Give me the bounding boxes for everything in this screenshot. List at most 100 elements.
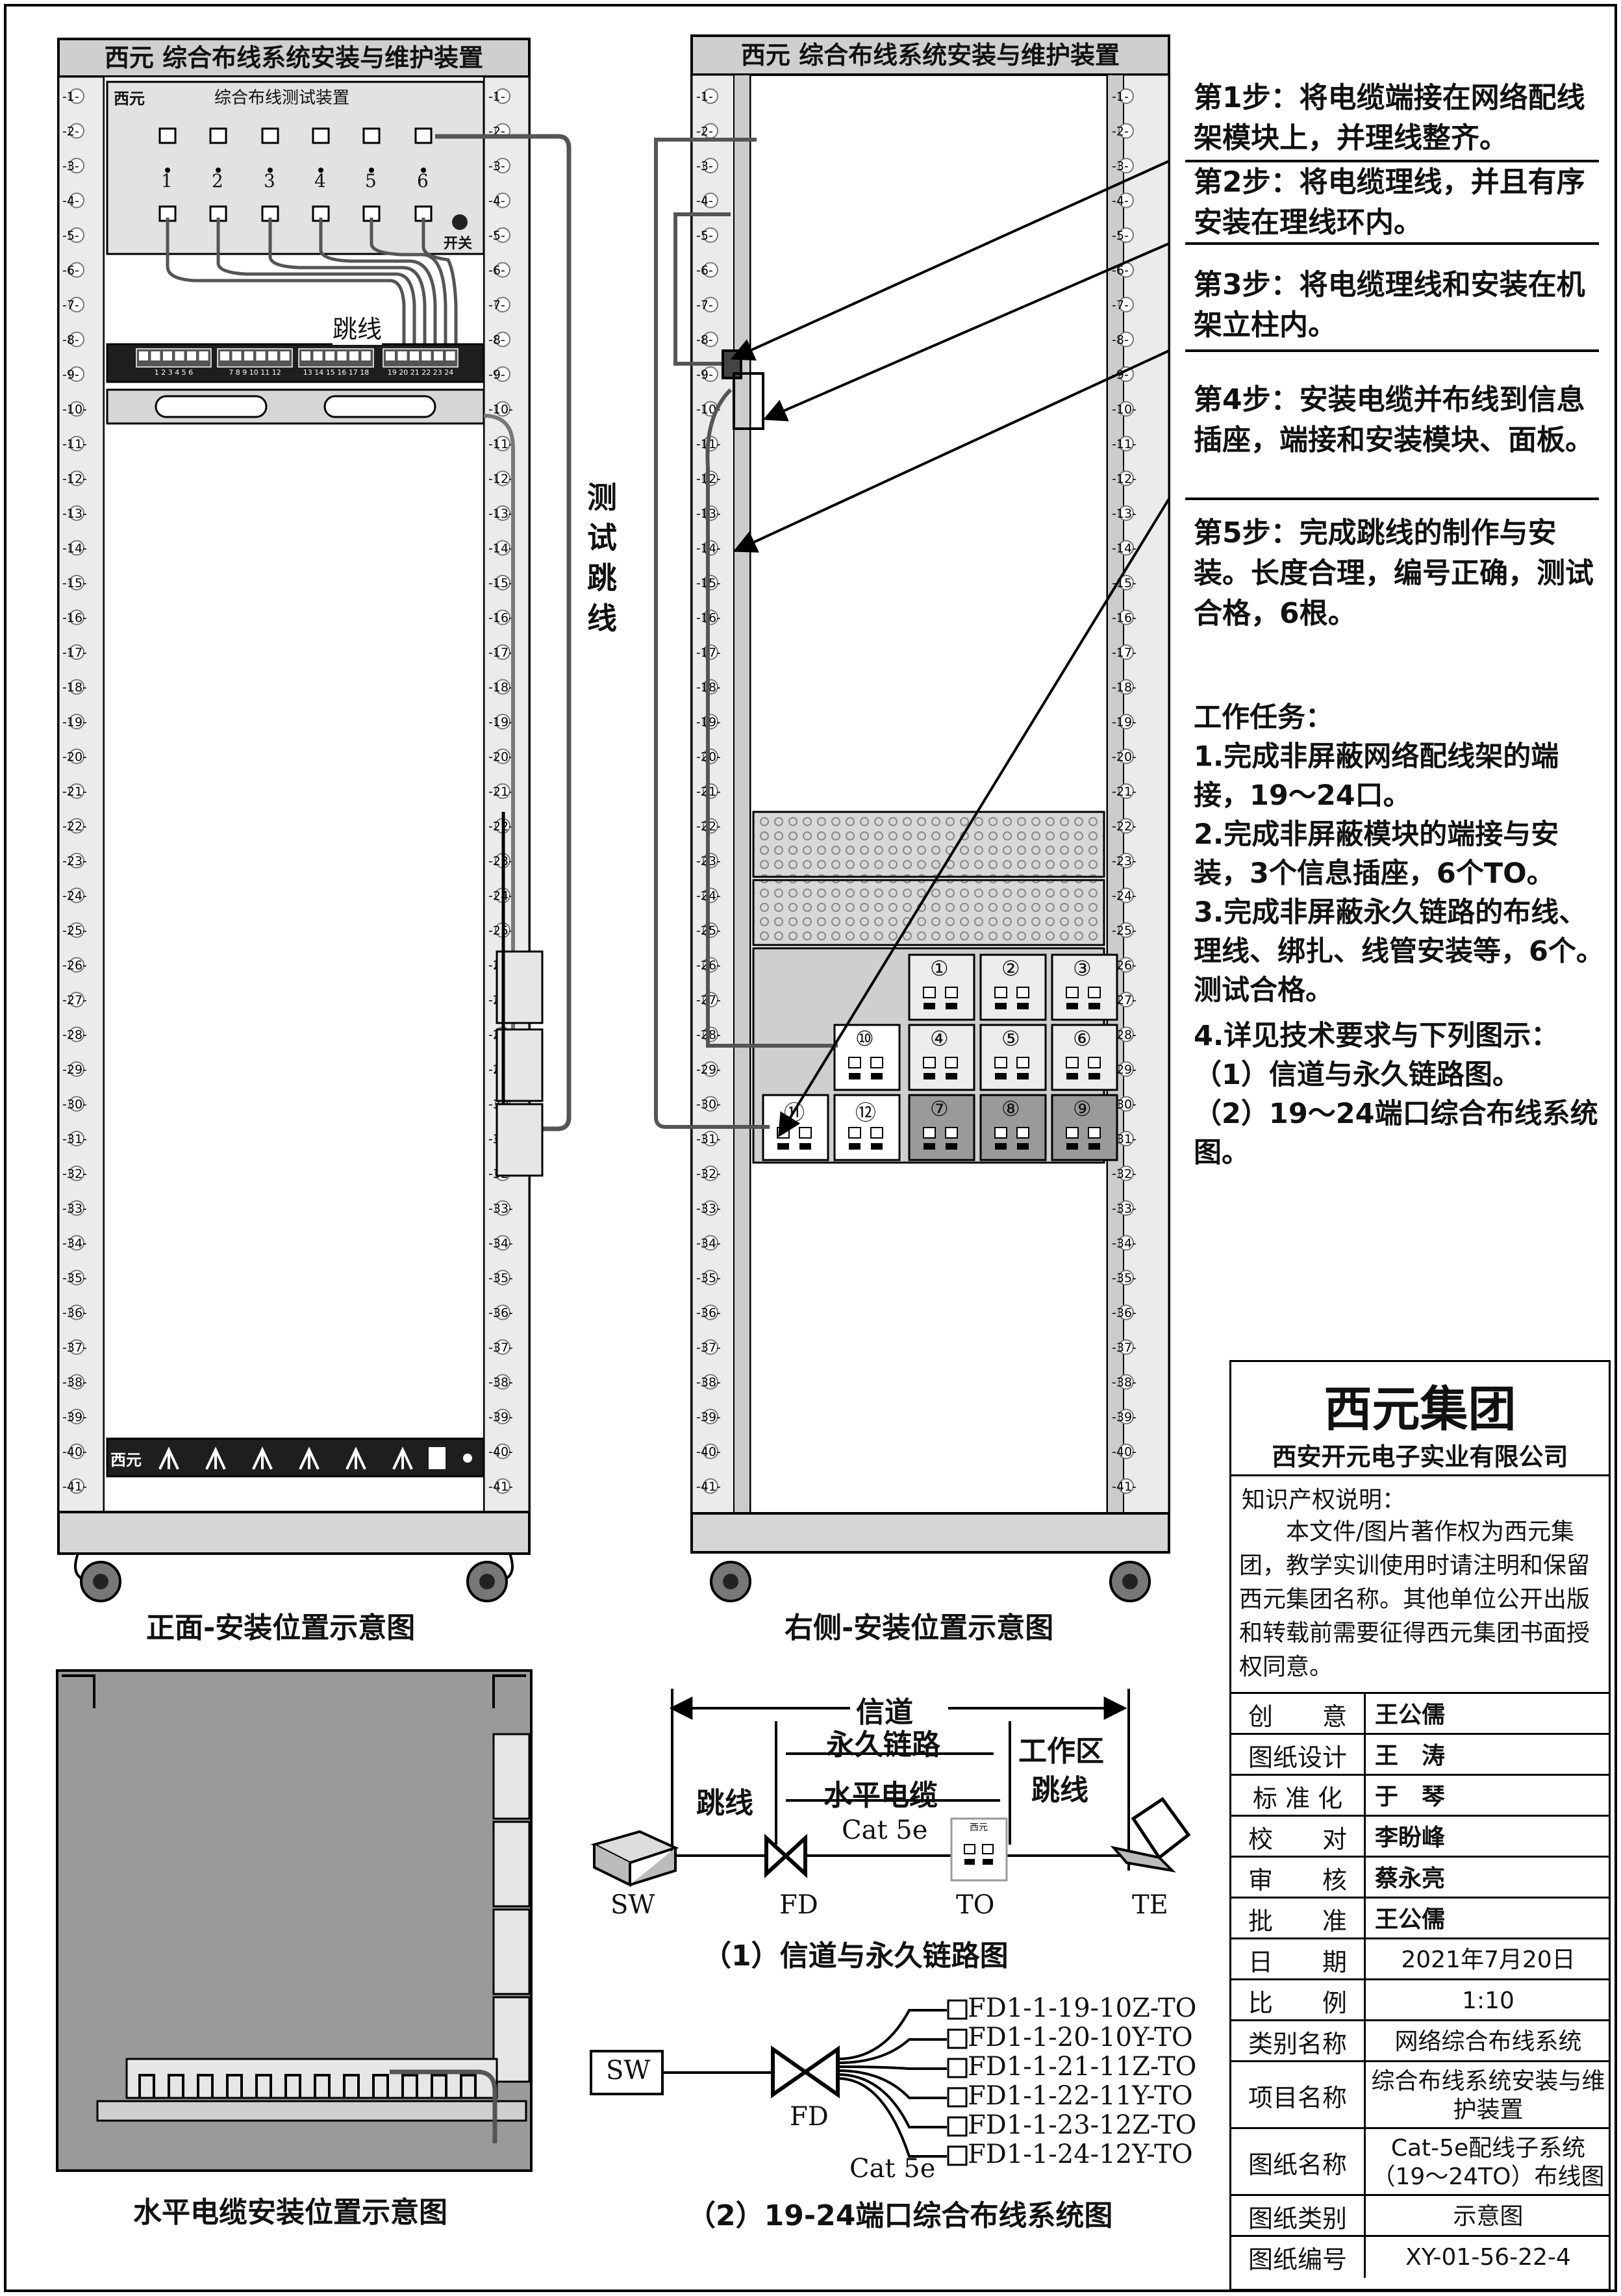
node-sw: SW (610, 1890, 655, 1920)
tester-logo: 西元 (114, 89, 145, 108)
patch-port[interactable] (199, 351, 208, 360)
rail-number: -11- (1112, 437, 1137, 451)
task-4-2: （2）19～24端口综合布线系统图。 (1194, 1098, 1598, 1169)
patch-port[interactable] (349, 351, 358, 360)
patch-port[interactable] (434, 351, 443, 360)
step-1: 第1步：将电缆端接在网络配线架模块上，并理线整齐。 (1194, 81, 1585, 155)
information-outlet (1051, 1094, 1118, 1161)
step-4: 第4步：安装电缆并布线到信息插座，端接和安装模块、面板。 (1194, 383, 1594, 457)
rail-hole (703, 1339, 718, 1355)
patch-port[interactable] (175, 351, 184, 360)
rail-number: -24- (62, 889, 87, 903)
outlet-port (1066, 987, 1079, 998)
patch-port[interactable] (410, 351, 419, 360)
rail-number: -34- (62, 1237, 87, 1251)
outlet-port (848, 1057, 861, 1068)
rail-hole (69, 1061, 84, 1077)
title-block-row: 标 准 化于 琴 (1231, 1774, 1611, 1817)
rail-number: -39- (1112, 1410, 1137, 1424)
rail-hole (69, 714, 84, 729)
patch-port[interactable] (163, 351, 172, 360)
title-block-label: 比 例 (1231, 1980, 1366, 2021)
rail-hole (703, 1096, 718, 1112)
patch-port[interactable] (280, 351, 290, 360)
title-block-value: 王 涛 (1375, 1741, 1446, 1769)
patch-port[interactable] (139, 351, 148, 360)
fan-out-cable (837, 2038, 947, 2064)
rail-number: -32- (62, 1167, 87, 1181)
title-block-label: 图纸编号 (1231, 2237, 1366, 2278)
side-rack-cables (654, 138, 838, 1129)
rail-hole (69, 887, 84, 903)
tester-led (369, 168, 374, 173)
patch-port[interactable] (313, 351, 323, 360)
rail-number: -34- (696, 1237, 721, 1251)
patch-port[interactable] (325, 351, 334, 360)
patch-port[interactable] (386, 351, 395, 360)
rail-number: -28- (62, 1028, 87, 1042)
rail-hole (69, 1131, 84, 1146)
rail-number: -4- (696, 194, 713, 208)
patch-port[interactable] (232, 351, 242, 360)
outlet-number: ⑨ (1073, 1096, 1092, 1121)
title-block-row: 类别名称网络综合布线系统 (1231, 2019, 1611, 2062)
side-rack-base (690, 1512, 1170, 1554)
rail-number: -39- (696, 1410, 721, 1424)
rail-hole (703, 1374, 718, 1390)
rail-number: -1- (1112, 90, 1129, 104)
tester-led (318, 168, 323, 173)
rail-hole (1118, 1096, 1134, 1112)
patch-port[interactable] (337, 351, 347, 360)
rail-hole (495, 575, 510, 590)
patch-port[interactable] (361, 351, 371, 360)
rail-hole (69, 227, 84, 243)
patch-port[interactable] (187, 351, 196, 360)
rail-number: -37- (696, 1341, 721, 1355)
patch-port[interactable] (268, 351, 277, 360)
patch-port[interactable] (397, 351, 407, 360)
outlet-jack (1017, 1003, 1029, 1009)
rail-hole (1118, 1443, 1134, 1459)
patch-port[interactable] (421, 351, 431, 360)
patch-group-numbers: 13 14 15 16 17 18 (303, 368, 370, 377)
patch-port[interactable] (301, 351, 310, 360)
rail-hole (495, 158, 510, 173)
tester-port-number: 6 (417, 170, 429, 192)
title-block-value: Cat-5e配线子系统（19～24TO）布线图 (1372, 2134, 1605, 2190)
outlet-jack (1066, 1143, 1078, 1150)
patch-port[interactable] (151, 351, 160, 360)
rail-hole (1118, 401, 1134, 417)
power-switch-icon[interactable] (452, 214, 468, 230)
title-block-value: 综合布线系统安装与维护装置 (1371, 2067, 1605, 2123)
outlet-number: ② (1001, 956, 1020, 981)
patch-cord-label: 跳线 (696, 1787, 753, 1820)
rail-hole (703, 1478, 718, 1494)
rail-number: -2- (62, 125, 79, 139)
outlet-jack (799, 1143, 811, 1150)
rail-number: -10- (488, 403, 513, 417)
rail-hole (495, 192, 510, 208)
rail-hole (1118, 331, 1134, 347)
outlet-jack (777, 1143, 789, 1150)
horizontal-port (138, 2074, 155, 2098)
rail-hole (1118, 1478, 1134, 1494)
rail-hole (495, 679, 510, 695)
rail-number: -11- (488, 437, 513, 451)
rail-hole (69, 540, 84, 556)
rail-hole (1118, 192, 1134, 208)
rail-hole (69, 1026, 84, 1042)
rail-hole (69, 1443, 84, 1459)
patch-port[interactable] (244, 351, 253, 360)
tester-led (268, 168, 273, 173)
rail-number: -16- (62, 611, 87, 625)
company-name: 西安开元电子实业有限公司 (1272, 1443, 1568, 1471)
patch-port[interactable] (220, 351, 229, 360)
rail-number: -21- (1112, 785, 1137, 799)
outlet-jack (946, 1143, 957, 1150)
rail-hole (69, 1374, 84, 1390)
patch-port[interactable] (256, 351, 266, 360)
rail-number: -6- (696, 264, 713, 278)
patch-port[interactable] (446, 351, 455, 360)
rail-number: -5- (488, 229, 505, 243)
tester-title: 综合布线测试装置 (214, 88, 350, 108)
